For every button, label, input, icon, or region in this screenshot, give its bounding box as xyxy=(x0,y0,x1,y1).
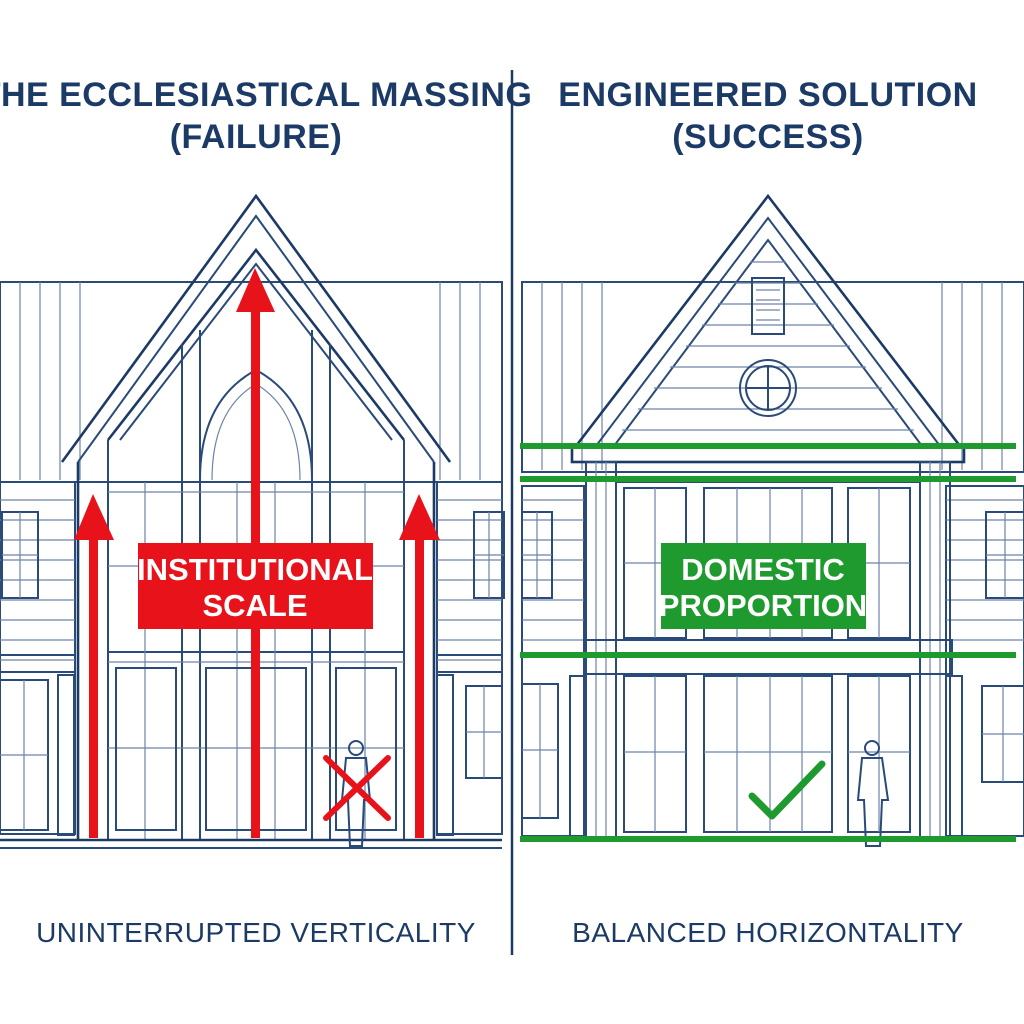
right-up-arrow xyxy=(399,494,440,838)
left-badge-line2: SCALE xyxy=(202,588,307,623)
cross-icon xyxy=(323,755,391,821)
right-title-line1: ENGINEERED SOLUTION xyxy=(558,76,977,114)
checkmark-icon xyxy=(748,760,826,820)
guide-line-frieze xyxy=(520,476,1016,482)
guide-line-floor xyxy=(520,652,1016,658)
right-caption: BALANCED HORIZONTALITY xyxy=(572,917,964,948)
right-badge-line2: PROPORTION xyxy=(659,588,867,623)
guide-line-ground xyxy=(520,836,1016,842)
left-roof-siding xyxy=(19,282,481,480)
institutional-scale-badge: INSTITUTIONAL SCALE xyxy=(137,543,373,629)
domestic-proportion-badge: DOMESTIC PROPORTION xyxy=(659,543,867,629)
right-badge-line1: DOMESTIC xyxy=(681,552,845,587)
right-title-line2: (SUCCESS) xyxy=(672,118,864,156)
right-building-elevation xyxy=(521,193,1024,847)
left-title-line1: THE ECCLESIASTICAL MASSING xyxy=(0,76,532,114)
left-caption: UNINTERRUPTED VERTICALITY xyxy=(36,917,476,948)
left-badge-line1: INSTITUTIONAL xyxy=(137,552,373,587)
right-human-figure xyxy=(856,740,890,847)
left-title-line2: (FAILURE) xyxy=(170,118,343,156)
left-building-elevation xyxy=(0,193,505,849)
guide-line-cornice xyxy=(520,443,1016,449)
horizontal-guides xyxy=(520,443,1016,842)
left-up-arrow xyxy=(74,494,114,838)
